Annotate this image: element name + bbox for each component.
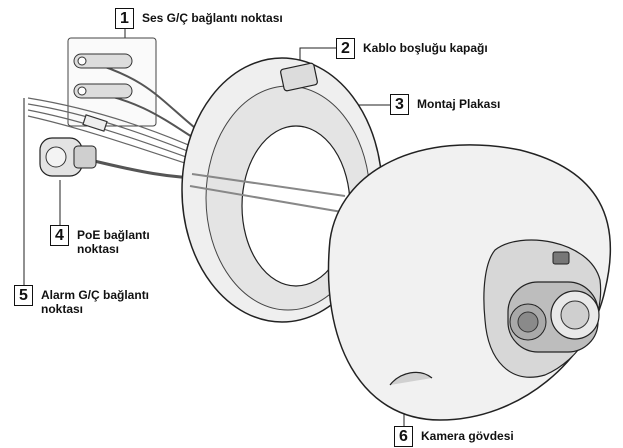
callout-alarm-io-port: 5 Alarm G/Ç bağlantı noktası <box>14 285 149 317</box>
audio-plug-2 <box>73 83 133 99</box>
camera-body <box>327 144 612 421</box>
callout-number: 1 <box>115 8 134 29</box>
callout-number: 5 <box>14 285 33 306</box>
callout-number: 6 <box>394 426 413 447</box>
callout-number: 4 <box>50 225 69 246</box>
cable-cavity-cover <box>280 62 318 92</box>
callout-number: 2 <box>336 38 355 59</box>
callout-label-line2: noktası <box>77 241 120 256</box>
callout-label: Ses G/Ç bağlantı noktası <box>142 10 283 25</box>
callout-mounting-plate: 3 Montaj Plakası <box>390 94 500 115</box>
callout-audio-io-port: 1 Ses G/Ç bağlantı noktası <box>115 8 283 29</box>
callout-label: PoE bağlantı noktası <box>77 228 150 257</box>
callout-number: 3 <box>390 94 409 115</box>
audio-connector-frame <box>67 37 157 127</box>
callout-label: Montaj Plakası <box>417 96 501 111</box>
poe-connector <box>39 137 206 180</box>
callout-label: Alarm G/Ç bağlantı noktası <box>41 288 150 317</box>
callout-label-line1: Alarm G/Ç bağlantı <box>41 288 150 302</box>
callout-label: Kablo boşluğu kapağı <box>363 40 488 55</box>
callout-cable-cavity-cover: 2 Kablo boşluğu kapağı <box>336 38 488 59</box>
callout-label: Kamera gövdesi <box>421 428 514 443</box>
callout-label-line1: PoE bağlantı <box>77 228 150 242</box>
audio-connector-group <box>67 37 201 143</box>
alarm-wire-bundle <box>27 97 201 169</box>
callout-poe-port: 4 PoE bağlantı noktası <box>50 225 150 257</box>
callout-camera-body: 6 Kamera gövdesi <box>394 426 514 447</box>
audio-plug-1 <box>73 53 133 69</box>
callout-label-line2: noktası <box>41 301 84 316</box>
